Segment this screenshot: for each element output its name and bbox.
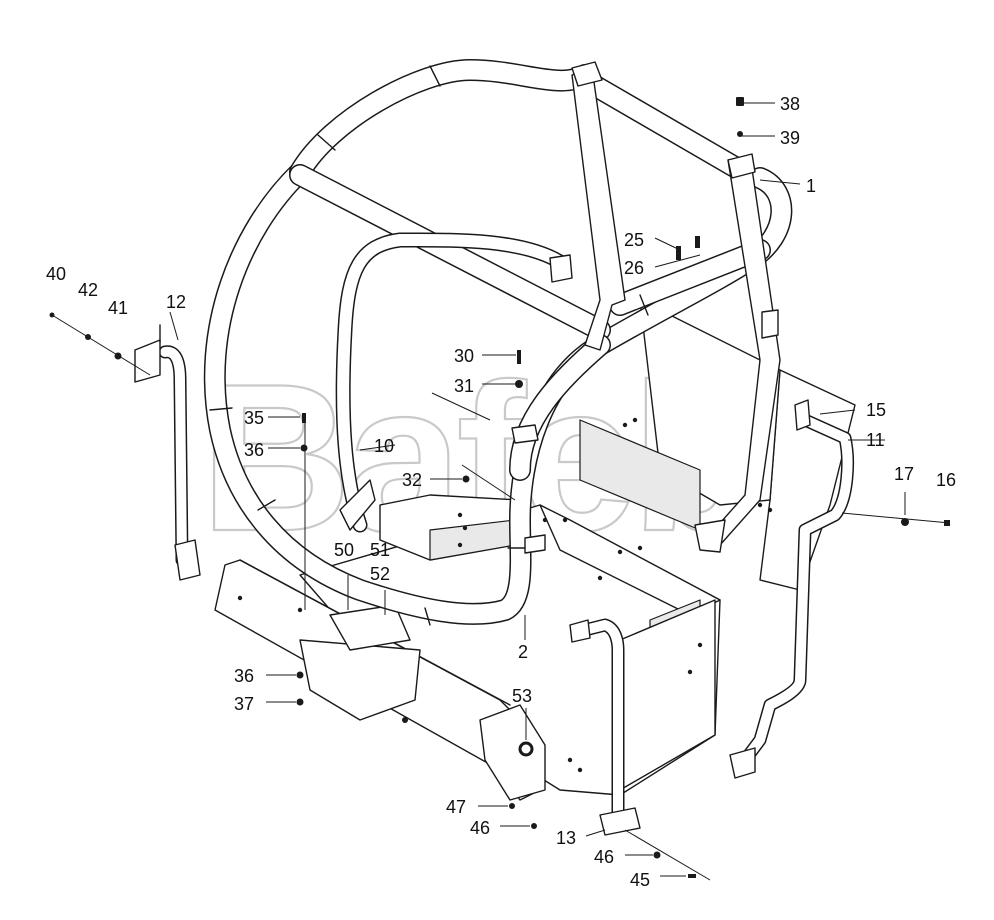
nut-37	[296, 698, 304, 706]
callout-41: 41	[108, 298, 128, 318]
callout-46-left: 46	[470, 818, 490, 838]
roll-cage	[203, 59, 793, 626]
a-pillar-bracket	[511, 424, 539, 444]
nut-47	[509, 803, 515, 809]
washer-39	[737, 131, 743, 137]
callout-47: 47	[446, 797, 466, 817]
callout-45: 45	[630, 870, 650, 890]
callout-53: 53	[512, 686, 532, 706]
grab-bar-top-bracket	[569, 619, 591, 643]
left-rail-foot	[174, 539, 201, 581]
callout-39: 39	[780, 128, 800, 148]
roof-hoop-tube-fill	[290, 60, 595, 182]
callout-13: 13	[556, 828, 576, 848]
roof-crossbar-fill	[290, 165, 610, 340]
bolt-25a	[676, 246, 681, 260]
bracket-plate-52	[329, 604, 411, 651]
callout-12: 12	[166, 292, 186, 312]
inner-loop-fill	[337, 233, 566, 531]
callout-26: 26	[624, 258, 644, 278]
callout-50: 50	[334, 540, 354, 560]
callout-16: 16	[936, 470, 956, 490]
callout-51: 51	[370, 540, 390, 560]
callout-30: 30	[454, 346, 474, 366]
washer-46b	[653, 851, 661, 859]
callouts: 38 39 1 25 26 30 31 32 35 36 10 40 42 41…	[46, 94, 956, 890]
small-brackets	[339, 254, 573, 554]
callout-46-right: 46	[594, 847, 614, 867]
right-side-rail	[729, 399, 855, 779]
bolt-25b	[695, 236, 700, 248]
bolt-35	[302, 413, 306, 423]
top-rail-fill	[575, 70, 750, 180]
front-grab-bar	[569, 618, 641, 836]
callout-17: 17	[894, 464, 914, 484]
leader-lines	[51, 102, 951, 881]
gusset-plate	[479, 704, 546, 801]
main-hoop-tube-fill	[205, 162, 791, 624]
right-rail-foot	[729, 747, 756, 779]
nut-32	[462, 475, 470, 483]
grab-bar-fill	[580, 620, 623, 820]
right-rail-top-bracket	[794, 399, 811, 431]
left-upright-post	[571, 67, 626, 351]
callout-52: 52	[370, 564, 390, 584]
callout-36-lower: 36	[234, 666, 254, 686]
bolt-38	[736, 97, 744, 106]
callout-31: 31	[454, 376, 474, 396]
left-rail-top-bracket	[134, 339, 161, 383]
rear-brace-fill	[610, 240, 770, 315]
callout-40: 40	[46, 264, 66, 284]
callout-32: 32	[402, 470, 422, 490]
inner-loop-foot-bracket	[339, 479, 376, 531]
crossbeam-lower-bracket	[299, 639, 421, 721]
frame-holes	[237, 417, 773, 773]
upright-foot-plate	[694, 519, 726, 553]
upright-mount-plate	[761, 309, 779, 339]
left-side-rail-fill	[160, 346, 187, 565]
callout-1: 1	[806, 176, 816, 196]
callout-11: 11	[866, 430, 885, 450]
base-frame	[214, 299, 856, 801]
nut-31	[515, 380, 523, 388]
hoop-lower-bracket	[524, 534, 546, 554]
washer-36-upper	[300, 444, 308, 452]
grommet-53	[518, 741, 534, 757]
callout-42: 42	[78, 280, 98, 300]
grab-bar-foot-bracket	[599, 807, 641, 836]
left-side-rail	[134, 324, 201, 581]
right-side-rail-fill	[740, 415, 853, 765]
callout-15: 15	[866, 400, 886, 420]
washer-46a	[531, 823, 537, 829]
rear-uprights	[571, 61, 781, 553]
callout-36-upper: 36	[244, 440, 264, 460]
bolt-30	[517, 350, 521, 364]
callout-10: 10	[374, 436, 394, 456]
a-pillar-fill	[510, 335, 610, 480]
left-upright-cap	[571, 61, 603, 87]
washer-36-lower	[296, 671, 304, 679]
callout-2: 2	[518, 642, 528, 662]
right-upright-cap	[727, 153, 756, 179]
bolt-45	[688, 874, 696, 878]
callout-37: 37	[234, 694, 254, 714]
roof-tab-bracket	[549, 254, 573, 283]
callout-35: 35	[244, 408, 264, 428]
washer-17	[901, 518, 909, 526]
callout-25: 25	[624, 230, 644, 250]
callout-38: 38	[780, 94, 800, 114]
